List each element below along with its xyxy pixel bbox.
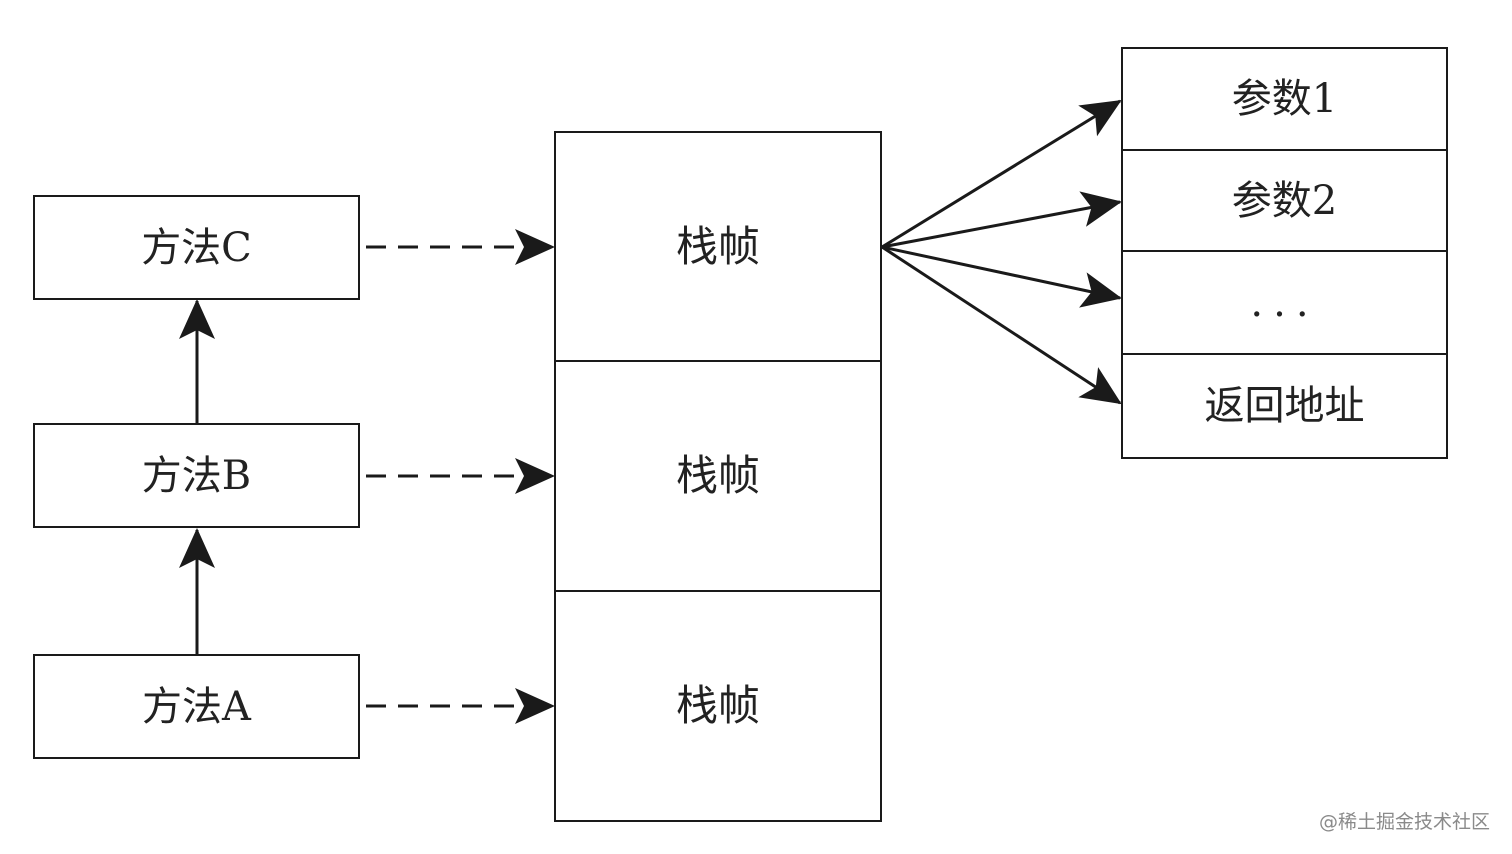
stack-frame-top: 栈帧: [554, 131, 882, 362]
stack-frame-label: 栈帧: [675, 221, 760, 271]
method-b-label: 方法B: [141, 452, 252, 499]
stack-frame-label: 栈帧: [675, 681, 760, 730]
method-a-label: 方法A: [142, 683, 251, 730]
stack-frame-label: 栈帧: [675, 451, 760, 500]
watermark-text: @稀土掘金技术社区: [1318, 811, 1490, 833]
method-a-box: 方法A: [33, 654, 360, 759]
fan-arrow-ellipsis: [881, 245, 1122, 308]
stack-frame-bottom: 栈帧: [554, 590, 882, 822]
return-address-cell: 返回地址: [1121, 353, 1448, 459]
method-c-box: 方法C: [33, 195, 360, 300]
param-1-cell: 参数1: [1121, 47, 1448, 151]
stack-frame-middle: 栈帧: [554, 360, 882, 592]
return-address-label: 返回地址: [1204, 383, 1365, 429]
fan-arrow-param-1: [881, 99, 1122, 249]
param-1-label: 参数1: [1231, 76, 1338, 122]
fan-arrow-param-2: [881, 191, 1122, 249]
param-2-label: 参数2: [1231, 177, 1338, 224]
ellipsis-label: ...: [1250, 279, 1319, 326]
method-c-label: 方法C: [141, 224, 252, 271]
param-2-cell: 参数2: [1121, 149, 1448, 252]
ellipsis-cell: ...: [1121, 250, 1448, 355]
fan-arrow-return-address: [881, 245, 1122, 405]
method-b-box: 方法B: [33, 423, 360, 528]
